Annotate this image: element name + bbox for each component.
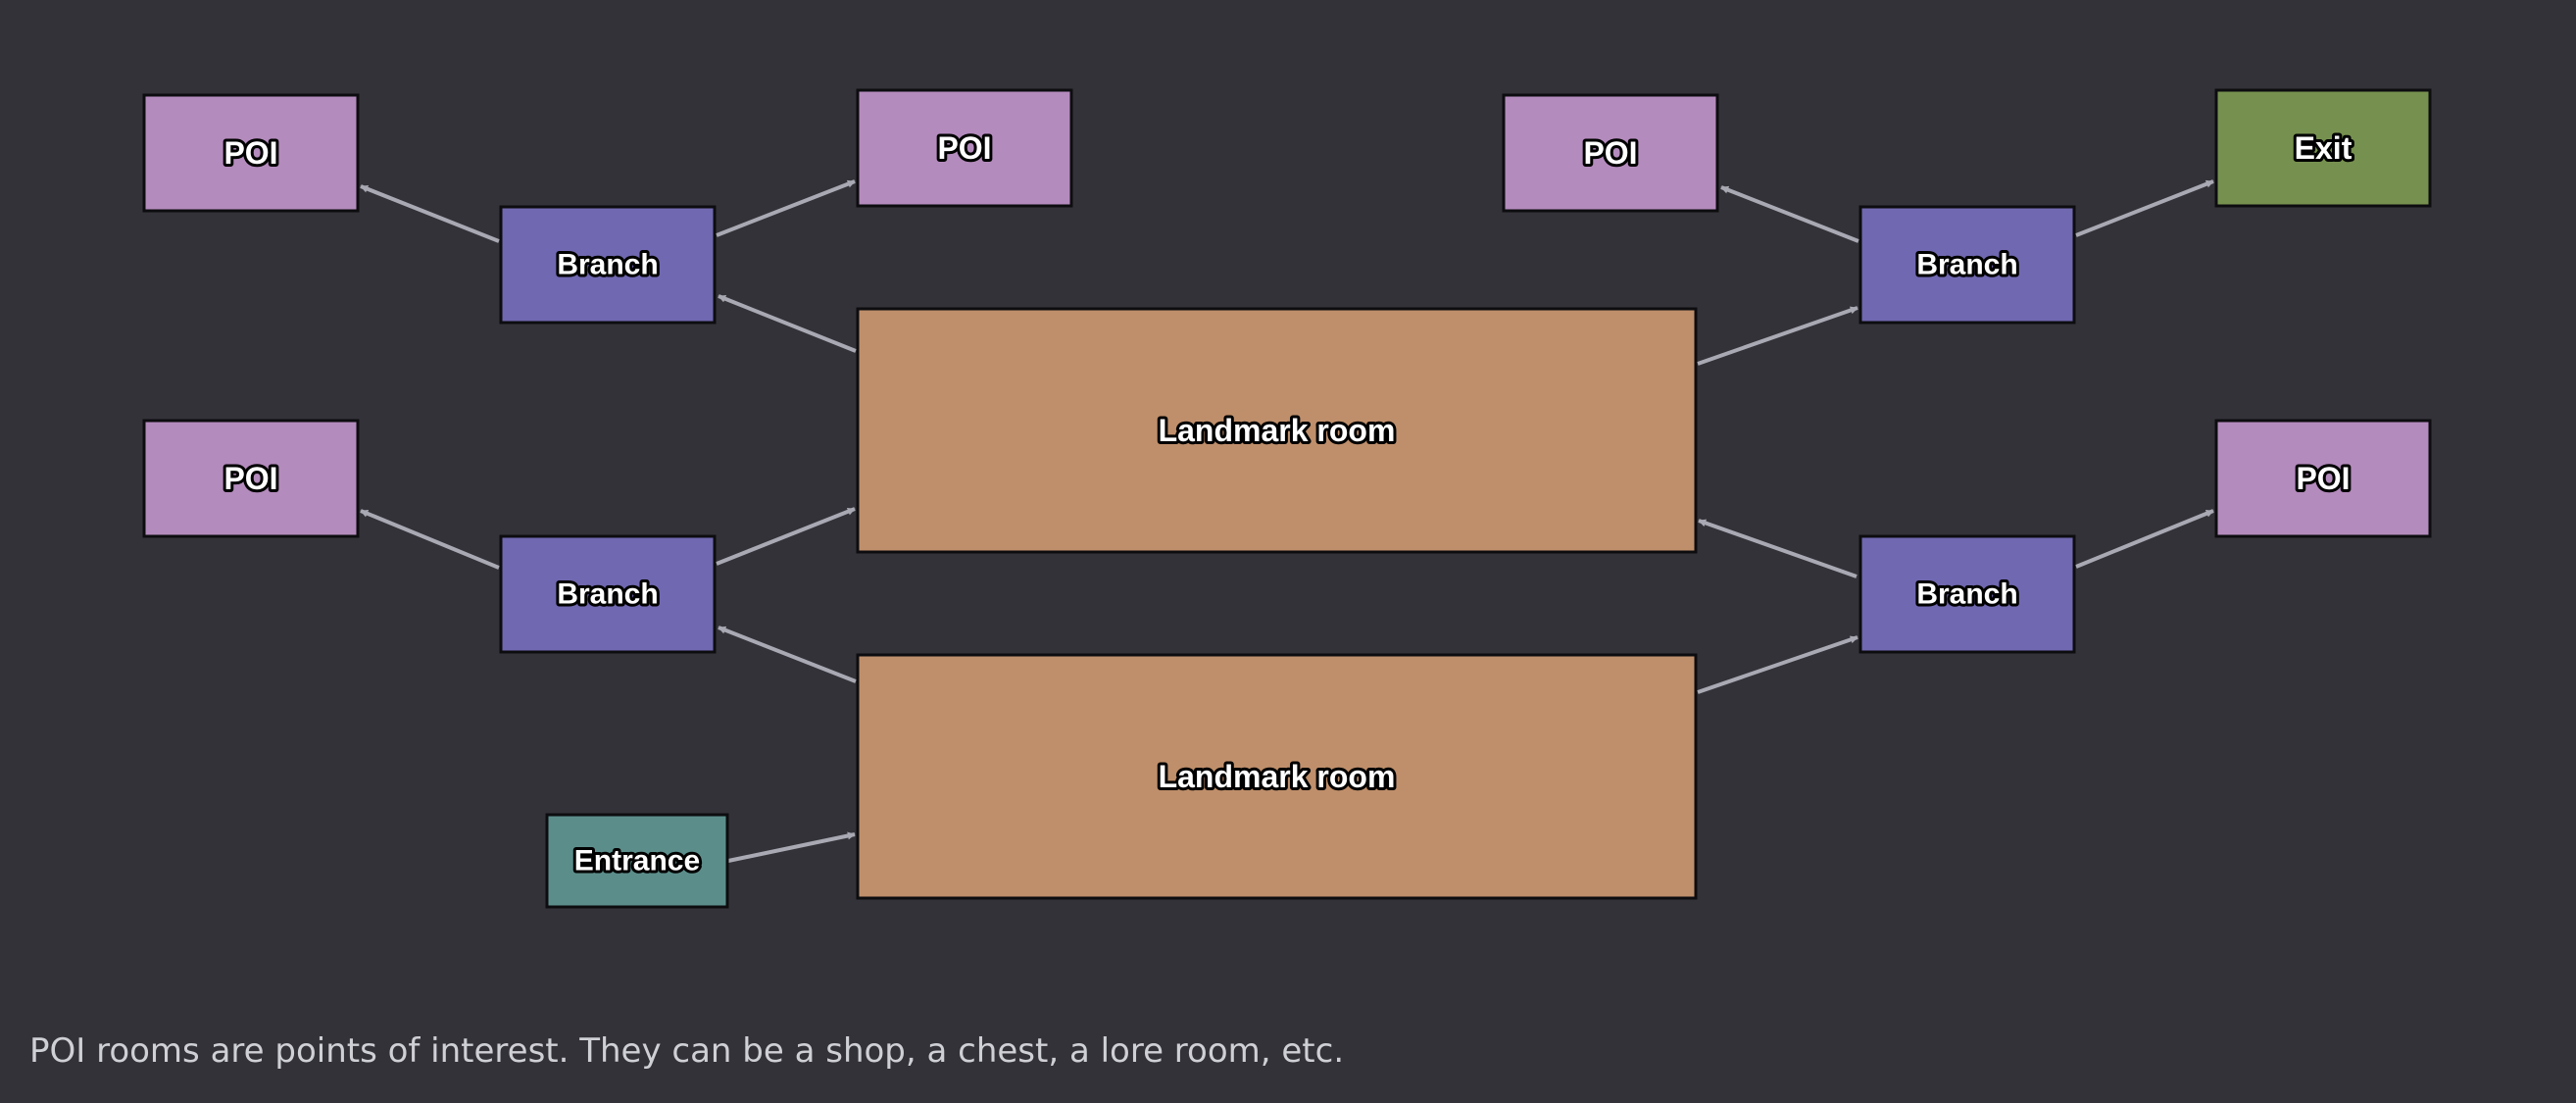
edge-landmark_bottom-to-branch_bl (718, 626, 857, 683)
edge-branch_tr-to-exit (2075, 179, 2214, 237)
branch-room-box (499, 534, 717, 654)
poi-room-box (142, 93, 360, 213)
node-exit: Exit (2214, 88, 2432, 208)
node-branch-br: Branch (1858, 534, 2076, 654)
landmark-room-label: Landmark room (1159, 413, 1396, 448)
branch-room-box (1858, 534, 2076, 654)
edges-layer (360, 179, 2214, 863)
entrance-room-label: Entrance (574, 845, 700, 877)
poi-room-label: POI (223, 461, 277, 496)
exit-room-box (2214, 88, 2432, 208)
branch-room-box (1858, 205, 2076, 325)
node-poi-tl: POI (142, 93, 360, 213)
edge-landmark_top-to-branch_tl (718, 294, 857, 353)
poi-room-box (856, 88, 1073, 208)
node-landmark-bottom: Landmark room (856, 653, 1698, 900)
poi-room-box (1502, 93, 1719, 213)
edge-branch_bl-to-poi_ml (360, 509, 500, 570)
branch-room-label: Branch (557, 578, 658, 611)
node-branch-tr: Branch (1858, 205, 2076, 325)
edge-branch_tl-to-poi_tm (716, 179, 856, 237)
poi-room-label: POI (937, 130, 991, 166)
edge-branch_br-to-poi_mr (2075, 509, 2214, 569)
diagram-caption: POI rooms are points of interest. They c… (29, 1031, 1345, 1071)
landmark-room-label: Landmark room (1159, 759, 1396, 794)
edge-branch_tl-to-poi_tl (360, 184, 500, 243)
node-entrance: Entrance (545, 813, 729, 909)
entrance-room-box (545, 813, 729, 909)
poi-room-label: POI (223, 135, 277, 171)
node-poi-tr: POI (1502, 93, 1719, 213)
poi-room-label: POI (2296, 461, 2350, 496)
poi-room-box (142, 419, 360, 538)
landmark-room-box (856, 307, 1698, 554)
landmark-room-box (856, 653, 1698, 900)
edge-branch_tr-to-poi_tr (1720, 185, 1859, 243)
exit-room-label: Exit (2295, 130, 2353, 166)
edge-landmark_bottom-to-branch_br (1697, 635, 1858, 694)
branch-room-label: Branch (1916, 249, 2017, 281)
poi-room-label: POI (1583, 135, 1637, 171)
edge-entrance-to-landmark_bottom (727, 831, 856, 863)
branch-room-label: Branch (1916, 578, 2017, 611)
poi-room-box (2214, 419, 2432, 538)
edge-landmark_top-to-branch_tr (1697, 306, 1858, 366)
branch-room-box (499, 205, 717, 325)
node-poi-tm: POI (856, 88, 1073, 208)
node-poi-ml: POI (142, 419, 360, 538)
node-poi-mr: POI (2214, 419, 2432, 538)
branch-room-label: Branch (557, 249, 658, 281)
node-branch-tl: Branch (499, 205, 717, 325)
edge-branch_bl-to-landmark_top (716, 507, 856, 566)
node-landmark-top: Landmark room (856, 307, 1698, 554)
node-branch-bl: Branch (499, 534, 717, 654)
edge-branch_br-to-landmark_top (1698, 519, 1858, 578)
